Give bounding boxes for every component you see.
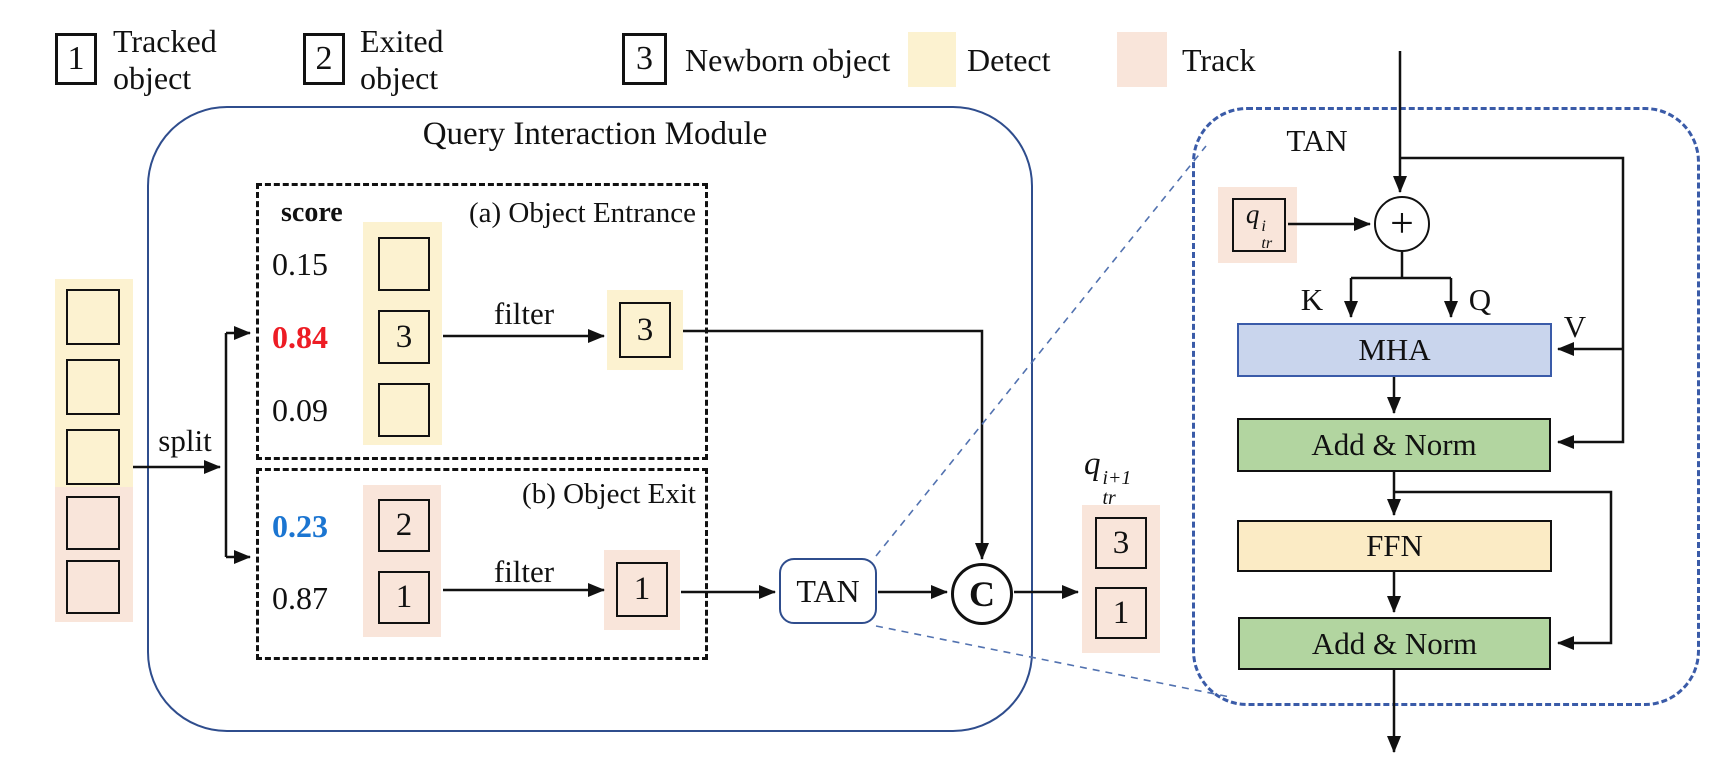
exit-title: (b) Object Exit	[522, 477, 696, 510]
add-node: +	[1374, 196, 1430, 252]
output-query-1: 3	[1095, 517, 1147, 569]
entrance-query-3	[378, 383, 430, 437]
score-header: score	[281, 197, 343, 228]
legend-newborn-symbol-box: 3	[622, 33, 667, 85]
entrance-query-1	[378, 237, 430, 291]
entrance-filtered-query: 3	[619, 302, 671, 358]
tan-panel-title: TAN	[1286, 123, 1348, 158]
add-norm-block-2: Add & Norm	[1238, 617, 1551, 670]
key-label: K	[1300, 282, 1324, 317]
query-label: Q	[1468, 282, 1492, 317]
output-query-2: 1	[1095, 587, 1147, 639]
entrance-filter-label: filter	[493, 296, 555, 331]
concat-node: C	[951, 563, 1013, 625]
input-detect-query-3	[66, 429, 120, 485]
input-detect-query-2	[66, 359, 120, 415]
input-track-query-2	[66, 560, 120, 614]
legend-tracked-symbol: 1	[67, 40, 85, 77]
entrance-score-1: 0.15	[272, 245, 328, 282]
input-track-query-1	[66, 496, 120, 550]
legend-exited-symbol-box: 2	[303, 33, 345, 85]
exit-score-1: 0.23	[272, 507, 328, 544]
exit-filtered-query: 1	[616, 562, 668, 617]
add-norm-block-1: Add & Norm	[1237, 418, 1551, 472]
split-label: split	[158, 423, 212, 458]
track-query-subscript: tr	[1261, 233, 1273, 252]
legend-exited-symbol: 2	[315, 40, 333, 77]
ffn-block: FFN	[1237, 520, 1552, 572]
entrance-score-2: 0.84	[272, 318, 328, 355]
exit-query-1: 2	[378, 499, 430, 552]
tan-block: TAN	[779, 558, 877, 624]
legend-newborn-label: Newborn object	[685, 41, 891, 78]
exit-score-2: 0.87	[272, 579, 328, 616]
object-entrance-box	[256, 183, 708, 460]
legend-detect-label: Detect	[967, 41, 1051, 78]
exit-filter-label: filter	[493, 554, 555, 589]
entrance-title: (a) Object Entrance	[468, 196, 696, 229]
legend-track-label: Track	[1182, 41, 1256, 78]
qim-title: Query Interaction Module	[422, 115, 768, 152]
legend-track-swatch	[1117, 32, 1167, 87]
input-detect-strip	[55, 279, 133, 487]
legend-tracked-label: Tracked object	[113, 23, 217, 96]
legend-tracked-symbol-box: 1	[55, 33, 97, 85]
legend-exited-label: Exited object	[360, 23, 444, 96]
exit-query-2: 1	[378, 571, 430, 624]
output-subscript: tr	[1102, 487, 1116, 510]
value-label: V	[1563, 309, 1587, 344]
track-query-superscript: i	[1261, 217, 1266, 236]
legend-newborn-symbol: 3	[636, 40, 653, 77]
input-detect-query-1	[66, 289, 120, 345]
mha-block: MHA	[1237, 323, 1552, 377]
entrance-score-3: 0.09	[272, 391, 328, 428]
input-track-strip	[55, 487, 133, 622]
output-superscript: i+1	[1102, 466, 1132, 489]
legend-detect-swatch	[908, 32, 956, 87]
entrance-query-2: 3	[378, 310, 430, 364]
object-exit-box	[256, 468, 708, 660]
